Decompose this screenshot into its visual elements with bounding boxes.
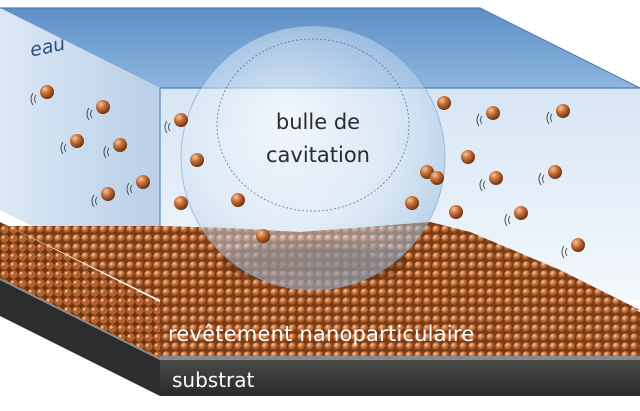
- vibration-marks-icon: [561, 245, 568, 259]
- vibration-marks-icon: [546, 111, 553, 125]
- nanoparticle-icon: [136, 175, 150, 189]
- bubble-label-line2: cavitation: [265, 143, 370, 167]
- nanoparticle-icon: [571, 238, 585, 252]
- nanoparticle-icon: [405, 196, 419, 210]
- coating-label: revêtement nanoparticulaire: [168, 322, 475, 346]
- nanoparticle-icon: [113, 138, 127, 152]
- nanoparticle-icon: [231, 193, 245, 207]
- bubble-label-line1: bulle de: [275, 110, 361, 134]
- vibration-marks-icon: [103, 145, 110, 159]
- nanoparticle-icon: [70, 134, 84, 148]
- vibration-marks-icon: [30, 92, 37, 106]
- cavitation-bubble: [180, 25, 446, 291]
- free-nanoparticles: [40, 85, 585, 252]
- box-edges: [0, 7, 640, 89]
- vibration-marks-icon: [60, 141, 67, 155]
- nanoparticle-icon: [437, 96, 451, 110]
- vibration-marks-icon: [476, 113, 483, 127]
- nanoparticle-icon: [548, 165, 562, 179]
- coating-side: [0, 222, 160, 358]
- vibration-marks-icon: [126, 182, 133, 196]
- substrate-front: [160, 360, 640, 396]
- nanoparticle-icon: [256, 229, 270, 243]
- nanoparticle-icon: [40, 85, 54, 99]
- vibration-marks-icon: [86, 107, 93, 121]
- nanoparticle-icon: [486, 106, 500, 120]
- nanoparticle-icon: [174, 113, 188, 127]
- vibration-marks-icon: [538, 172, 545, 186]
- nanoparticle-icon: [190, 153, 204, 167]
- nanoparticle-icon: [461, 150, 475, 164]
- vibration-marks-icon: [479, 178, 486, 192]
- substrate-label: substrat: [172, 368, 255, 392]
- vibration-marks-icon: [91, 194, 98, 208]
- nanoparticle-icon: [489, 171, 503, 185]
- nanoparticle-icon: [101, 187, 115, 201]
- nanoparticle-icon: [449, 205, 463, 219]
- vibration-marks-icon: [164, 120, 171, 134]
- nanoparticle-icon: [556, 104, 570, 118]
- water-side-face: [0, 8, 160, 290]
- substrate-side: [0, 280, 160, 396]
- vibration-marks-icon: [504, 213, 511, 227]
- nanoparticle-icon: [514, 206, 528, 220]
- nanoparticle-icon: [174, 196, 188, 210]
- nanoparticle-icon: [96, 100, 110, 114]
- bubble-inner-ring: [216, 38, 410, 212]
- vibration-marks: [30, 92, 568, 259]
- nanoparticle-icon: [430, 171, 444, 185]
